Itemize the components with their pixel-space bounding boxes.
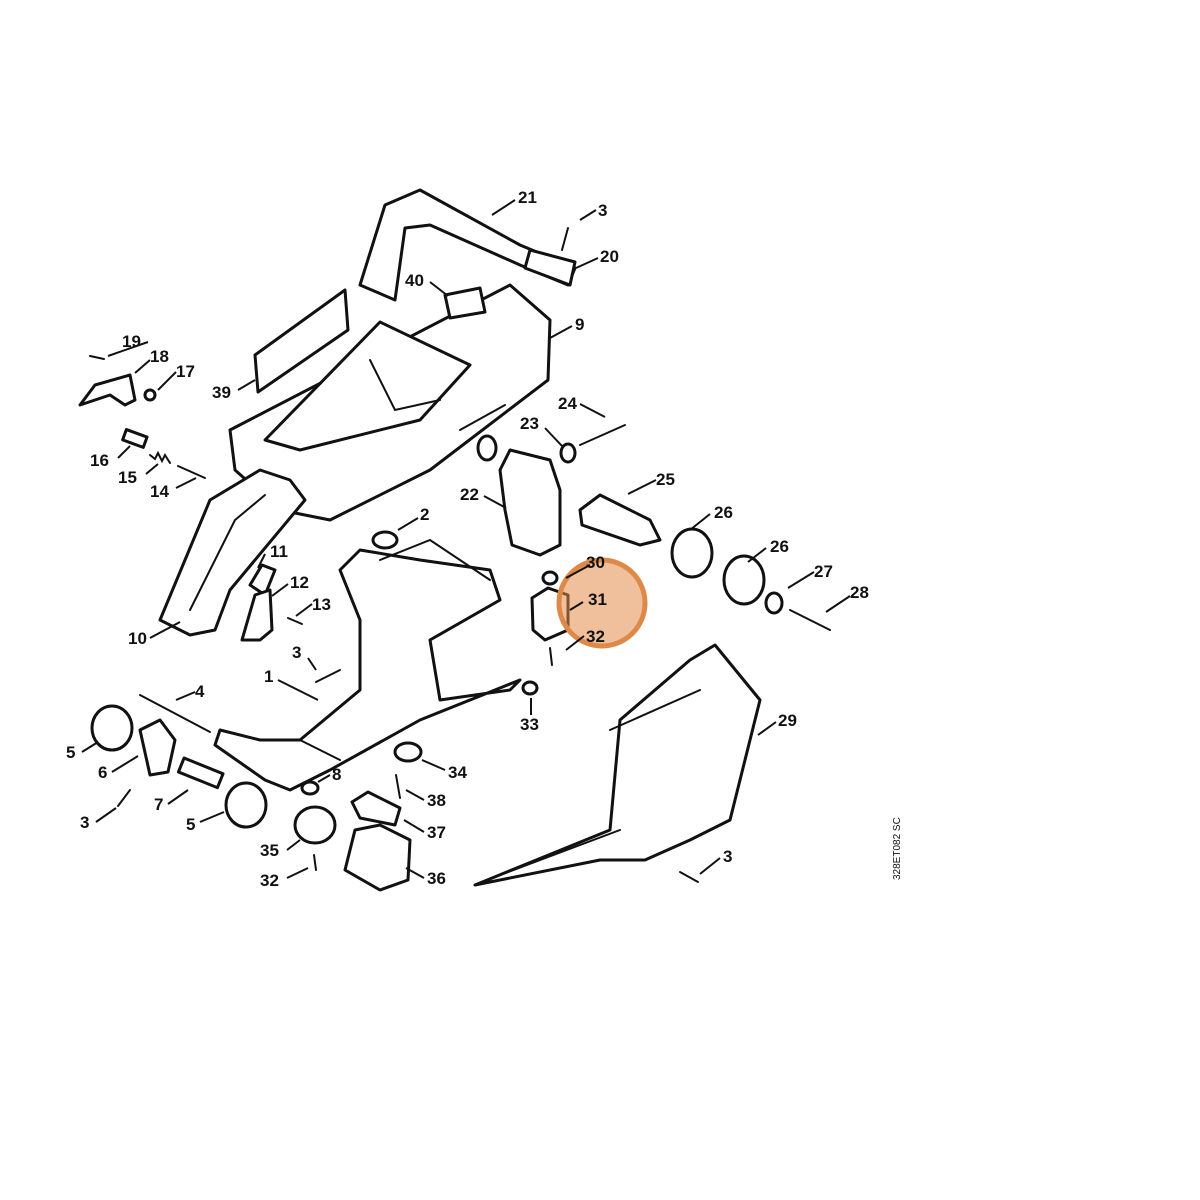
callout-15[interactable]: 15 [118, 468, 137, 487]
callout-27[interactable]: 27 [814, 562, 833, 581]
screw-part-38[interactable] [395, 774, 401, 799]
callout-21[interactable]: 21 [518, 188, 537, 207]
decal-part-40[interactable] [443, 286, 487, 320]
callout-26-left[interactable]: 26 [714, 503, 733, 522]
callout-5-left[interactable]: 5 [66, 743, 75, 762]
lever-part-12[interactable] [240, 588, 274, 642]
callout-25[interactable]: 25 [656, 470, 675, 489]
callout-32-upper[interactable]: 32 [586, 627, 605, 646]
callout-22[interactable]: 22 [460, 485, 479, 504]
plug-part-2[interactable] [371, 530, 399, 550]
washer-part-23[interactable] [559, 442, 577, 464]
callout-5-right[interactable]: 5 [186, 815, 195, 834]
callout-16[interactable]: 16 [90, 451, 109, 470]
callout-12[interactable]: 12 [290, 573, 309, 592]
callout-18[interactable]: 18 [150, 347, 169, 366]
bolt-part-24[interactable] [579, 424, 626, 446]
sleeve-part-7[interactable] [176, 756, 225, 790]
bolt-part-28[interactable] [789, 609, 831, 631]
callout-34[interactable]: 34 [448, 763, 467, 782]
callout-32-lower[interactable]: 32 [260, 871, 279, 890]
highlight-marker-31 [556, 557, 648, 649]
buffer-part-5-right[interactable] [224, 781, 268, 829]
callout-40[interactable]: 40 [405, 271, 424, 290]
pin-part-13[interactable] [287, 617, 303, 625]
callout-3-left[interactable]: 3 [80, 813, 89, 832]
buffer-part-35[interactable] [293, 805, 337, 845]
callout-36[interactable]: 36 [427, 869, 446, 888]
callout-4[interactable]: 4 [195, 682, 205, 701]
sleeve-part-25[interactable] [578, 493, 662, 547]
callout-3-right[interactable]: 3 [723, 847, 732, 866]
callout-2[interactable]: 2 [420, 505, 429, 524]
callout-17[interactable]: 17 [176, 362, 195, 381]
callout-13[interactable]: 13 [312, 595, 331, 614]
mount-part-36[interactable] [343, 823, 412, 892]
handle-frame-part-9[interactable] [228, 283, 552, 522]
decal-part-39[interactable] [253, 288, 350, 394]
buffer-part-5-left[interactable] [90, 704, 134, 752]
callout-9[interactable]: 9 [575, 315, 584, 334]
callout-14[interactable]: 14 [150, 482, 169, 501]
bolt-part-4[interactable] [139, 694, 211, 733]
callout-3-chassis[interactable]: 3 [292, 643, 301, 662]
bolt-part-14[interactable] [177, 465, 206, 479]
top-handle-part-21[interactable] [358, 188, 577, 302]
callout-10[interactable]: 10 [128, 629, 147, 648]
callout-30[interactable]: 30 [586, 553, 605, 572]
callout-7[interactable]: 7 [154, 795, 163, 814]
callout-23[interactable]: 23 [520, 414, 539, 433]
plug-part-34[interactable] [393, 741, 423, 763]
callout-8[interactable]: 8 [332, 765, 341, 784]
callout-38[interactable]: 38 [427, 791, 446, 810]
clip-part-17[interactable] [143, 388, 157, 402]
screw-part-32-lower[interactable] [313, 854, 317, 871]
screw-part-32-upper[interactable] [549, 647, 553, 666]
bracket-part-22[interactable] [498, 448, 562, 557]
washer-part-33[interactable] [521, 680, 539, 696]
plug-part-8[interactable] [300, 780, 320, 796]
callout-39[interactable]: 39 [212, 383, 231, 402]
diagram-reference-code: 328ET082 SC [892, 817, 903, 880]
callout-24[interactable]: 24 [558, 394, 577, 413]
callout-33[interactable]: 33 [520, 715, 539, 734]
lever-part-18[interactable] [78, 373, 137, 407]
callout-31[interactable]: 31 [588, 590, 607, 609]
front-handle-part-10[interactable] [158, 468, 307, 637]
buffer-part-26-left[interactable] [670, 527, 714, 579]
leader-lines [81, 199, 851, 879]
callout-labels: 1 2 3 3 3 3 4 5 5 6 7 8 9 10 11 12 13 14… [66, 188, 869, 890]
callout-11[interactable]: 11 [270, 542, 288, 561]
callout-19[interactable]: 19 [122, 332, 141, 351]
nut-part-30[interactable] [541, 570, 559, 586]
screw-part-3-chassis[interactable] [315, 669, 341, 683]
spring-part-15[interactable] [149, 450, 171, 464]
callout-20[interactable]: 20 [600, 247, 619, 266]
callout-26-right[interactable]: 26 [770, 537, 789, 556]
screw-part-3-right[interactable] [679, 871, 699, 883]
plate-part-37[interactable] [350, 790, 402, 827]
callout-35[interactable]: 35 [260, 841, 279, 860]
pin-part-19[interactable] [89, 355, 105, 360]
callout-28[interactable]: 28 [850, 583, 869, 602]
callout-37[interactable]: 37 [427, 823, 446, 842]
washer-part-27[interactable] [764, 591, 784, 615]
sprocket-cover-part-29[interactable] [473, 643, 762, 887]
sleeve-part-16[interactable] [121, 428, 149, 449]
screw-part-3-top[interactable] [561, 227, 569, 251]
sleeve-part-23-small[interactable] [476, 434, 498, 462]
chassis-part-1[interactable] [213, 538, 522, 792]
throttle-trigger-part-11[interactable] [248, 563, 277, 597]
screw-part-3-left[interactable] [117, 789, 131, 807]
plate-part-6[interactable] [138, 718, 177, 777]
callout-6[interactable]: 6 [98, 763, 107, 782]
callout-29[interactable]: 29 [778, 711, 797, 730]
buffer-part-26-right[interactable] [722, 554, 766, 606]
callout-3-top[interactable]: 3 [598, 201, 607, 220]
callout-1[interactable]: 1 [264, 667, 273, 686]
